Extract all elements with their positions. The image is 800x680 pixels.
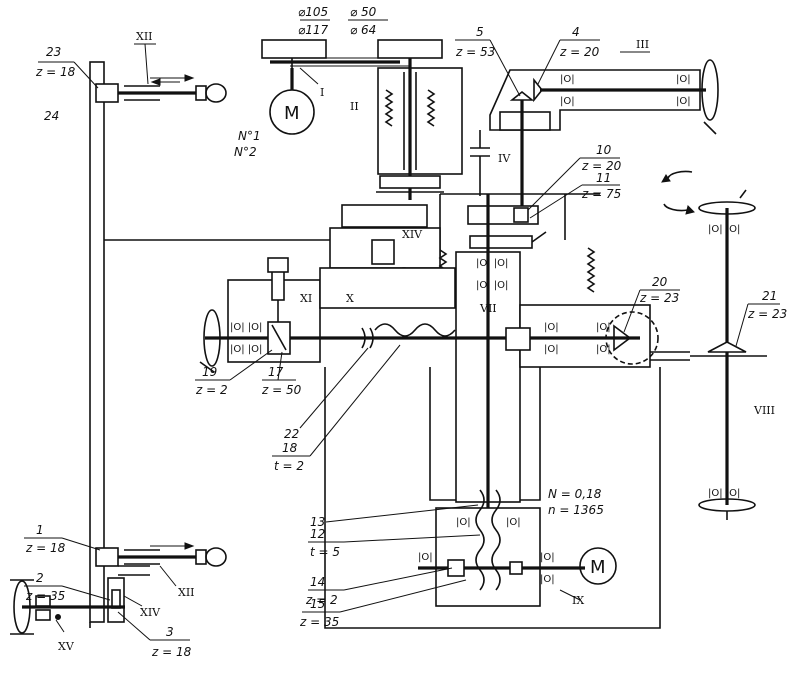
- svg-text:|O| |O|: |O| |O|: [476, 258, 508, 269]
- label-part-21: 21: [762, 289, 777, 303]
- label-shaft-VII: VII: [479, 302, 497, 315]
- label-part-2-z: z = 35: [25, 589, 65, 603]
- label-motor-1-n2: N°2: [234, 145, 257, 159]
- spindle-housing-II: [376, 58, 490, 200]
- label-part-13: 13: [310, 515, 325, 529]
- label-part-24: 24: [44, 109, 59, 123]
- label-shaft-XIV-mid: XIV: [402, 228, 423, 241]
- label-shaft-X: X: [346, 292, 354, 305]
- svg-text:|O|: |O|: [676, 74, 691, 85]
- lower-drive: |O| |O| |O| |O| |O|: [418, 489, 617, 607]
- svg-text:|O|: |O|: [596, 344, 611, 355]
- svg-text:|O|: |O|: [676, 96, 691, 107]
- gear-1-assembly: [95, 542, 227, 576]
- label-part-11-z: z = 75: [581, 187, 621, 201]
- gear-4-5-housing: |O| |O| |O| |O|: [489, 59, 719, 210]
- label-part-19: 19: [202, 365, 217, 379]
- svg-text:|O|: |O|: [560, 96, 575, 107]
- label-shaft-II: II: [350, 100, 359, 113]
- label-part-18: 18: [282, 441, 298, 455]
- label-part-22: 22: [284, 427, 299, 441]
- leader-lines: [24, 19, 780, 641]
- label-part-17: 17: [268, 365, 284, 379]
- svg-text:|O| |O|: |O| |O|: [476, 280, 508, 291]
- label-part-4: 4: [572, 25, 580, 39]
- svg-text:|O|: |O|: [418, 552, 433, 563]
- label-motor-1-n1: N°1: [238, 129, 261, 143]
- label-part-14-z: z = 2: [305, 593, 338, 607]
- label-part-15: 15: [310, 597, 325, 611]
- gear-2-3-assembly: [10, 577, 125, 635]
- label-dia-64: ⌀ 64: [350, 23, 376, 37]
- label-part-21-z: z = 23: [747, 307, 787, 321]
- label-part-14: 14: [310, 575, 325, 589]
- label-part-11: 11: [596, 171, 611, 185]
- label-shaft-I: I: [320, 86, 324, 99]
- label-part-10: 10: [596, 143, 612, 157]
- label-part-15-z: z = 35: [299, 615, 339, 629]
- label-part-1-z: z = 18: [25, 541, 66, 555]
- label-motor-2-speed: n = 1365: [548, 503, 604, 517]
- gear-10-11: [439, 193, 600, 260]
- label-dia-117: ⌀117: [298, 23, 328, 37]
- label-part-10-z: z = 20: [581, 159, 622, 173]
- label-part-5-z: z = 53: [455, 45, 495, 59]
- label-part-19-z: z = 2: [195, 383, 228, 397]
- shaft-VIII: |O| |O| |O| |O|: [661, 170, 767, 520]
- svg-text:|O|: |O|: [544, 322, 559, 333]
- label-shaft-XIV-bot: XIV: [140, 606, 161, 619]
- label-part-1: 1: [36, 523, 44, 537]
- svg-text:|O| |O|: |O| |O|: [708, 224, 740, 235]
- belt-drive: [261, 39, 443, 135]
- svg-text:|O| |O|: |O| |O|: [230, 344, 262, 355]
- label-part-17-z: z = 50: [261, 383, 302, 397]
- svg-text:|O|: |O|: [560, 74, 575, 85]
- motor-1-glyph: M: [284, 103, 300, 124]
- label-part-23: 23: [46, 45, 61, 59]
- label-part-2: 2: [36, 571, 44, 585]
- svg-text:|O|: |O|: [596, 322, 611, 333]
- column-24: [89, 61, 440, 623]
- label-part-18-t: t = 2: [274, 459, 304, 473]
- label-dia-50: ⌀ 50: [350, 5, 377, 19]
- label-part-3-z: z = 18: [151, 645, 192, 659]
- label-shaft-VIII: VIII: [753, 404, 775, 417]
- label-part-4-z: z = 20: [559, 45, 600, 59]
- label-shaft-XV: XV: [58, 640, 75, 653]
- label-shaft-XII-bot: XII: [178, 586, 195, 599]
- label-part-3: 3: [166, 625, 174, 639]
- svg-text:|O|: |O|: [540, 552, 555, 563]
- label-part-5: 5: [476, 25, 484, 39]
- label-shaft-IX: IX: [572, 594, 584, 607]
- label-shaft-III: III: [636, 38, 649, 51]
- part-labels: 23 z = 18 XII 24 ⌀105 ⌀117 ⌀ 50 ⌀ 64 I N…: [25, 5, 787, 659]
- gear-23-assembly: [95, 74, 227, 103]
- label-shaft-XII-top: XII: [136, 30, 153, 43]
- label-part-23-z: z = 18: [35, 65, 76, 79]
- label-shaft-XI: XI: [300, 292, 312, 305]
- svg-text:|O| |O|: |O| |O|: [230, 322, 262, 333]
- motor-2-glyph: M: [590, 557, 606, 578]
- svg-text:|O| |O|: |O| |O|: [708, 488, 740, 499]
- label-part-12: 12: [310, 527, 325, 541]
- svg-text:|O|: |O|: [456, 517, 471, 528]
- label-dia-105: ⌀105: [298, 5, 328, 19]
- label-motor-2-power: N = 0,18: [548, 487, 602, 501]
- label-shaft-IV: IV: [498, 152, 511, 165]
- label-part-20-z: z = 23: [639, 291, 679, 305]
- label-part-12-t: t = 5: [310, 545, 340, 559]
- svg-text:|O|: |O|: [540, 574, 555, 585]
- svg-text:|O|: |O|: [544, 344, 559, 355]
- label-part-20: 20: [652, 275, 668, 289]
- svg-text:|O|: |O|: [506, 517, 521, 528]
